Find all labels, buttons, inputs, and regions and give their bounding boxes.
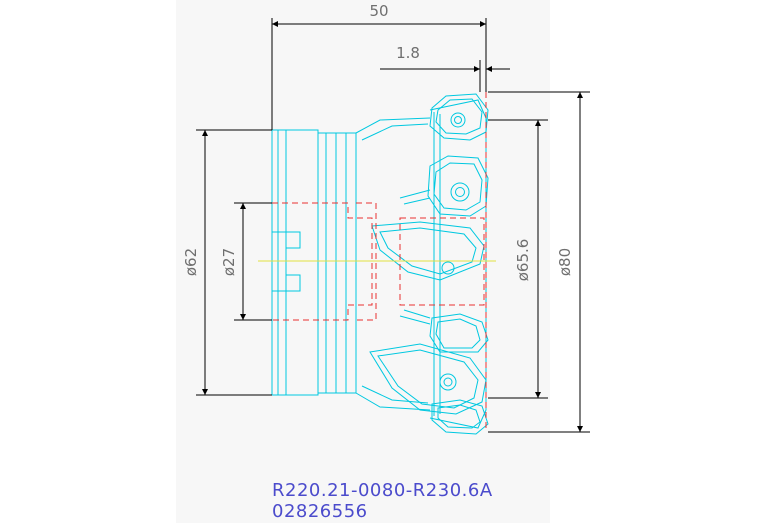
part-item-number: 02826556 xyxy=(272,501,368,522)
dim-80-label: ø80 xyxy=(556,248,574,276)
dim-50-label: 50 xyxy=(369,2,388,20)
dim-1-8-label: 1.8 xyxy=(396,44,420,62)
dim-62-label: ø62 xyxy=(182,248,200,276)
dim-65-6-label: ø65.6 xyxy=(514,239,532,282)
dimension-lines xyxy=(196,18,590,433)
inserts xyxy=(369,93,489,435)
tool-body-outline xyxy=(271,99,487,429)
hidden-lines xyxy=(272,92,487,432)
part-designation: R220.21-0080-R230.6A xyxy=(272,480,493,501)
dim-27-label: ø27 xyxy=(220,248,238,276)
